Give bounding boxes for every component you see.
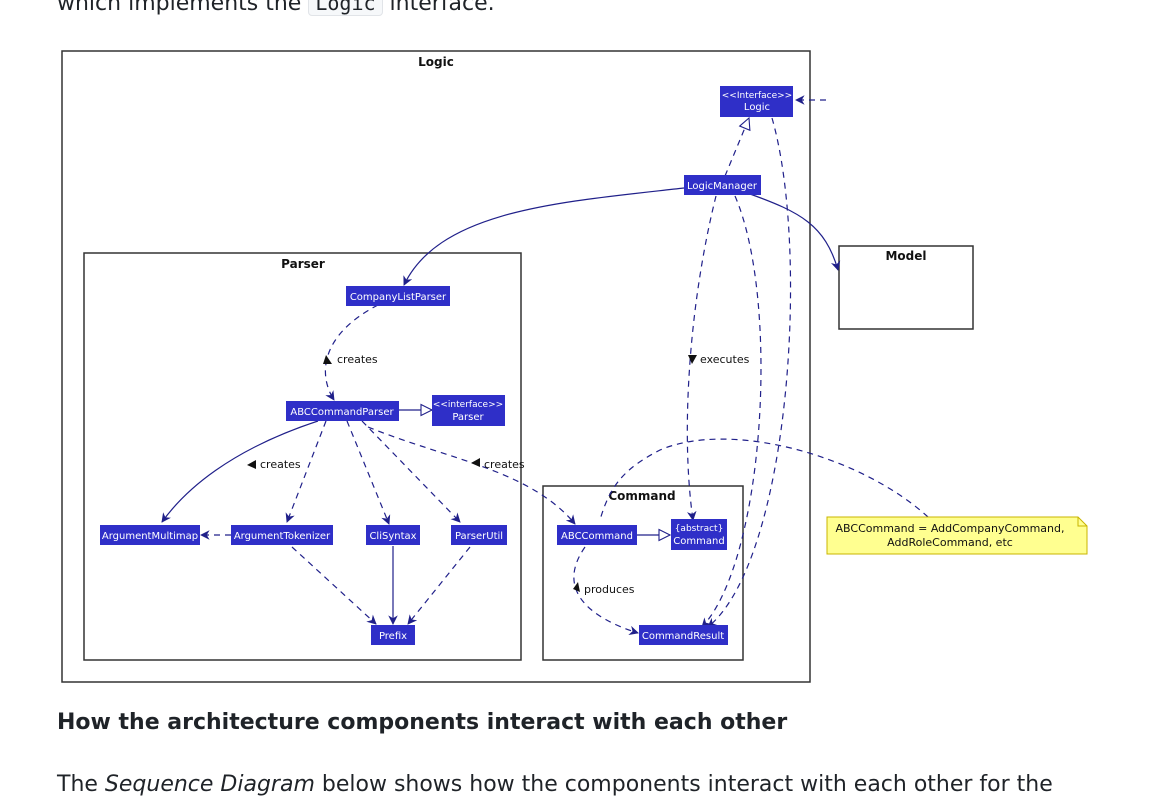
- parser-interface-stereotype: <<interface>>: [433, 400, 503, 410]
- executes-direction-arrow: [688, 355, 697, 364]
- edge-label-creates-2: creates: [260, 458, 301, 471]
- argumenttokenizer-name: ArgumentTokenizer: [234, 531, 331, 542]
- edge-abccommandparser-to-clisyntax: [346, 420, 391, 525]
- class-commandresult: CommandResult: [639, 625, 728, 645]
- para-text-after: below shows how the components interact …: [314, 772, 1053, 797]
- edge-abccommandparser-creates-argumentmultimap: [161, 420, 319, 523]
- package-model-title: Model: [885, 249, 926, 263]
- class-abccommand: ABCCommand: [557, 525, 637, 545]
- argumentmultimap-name: ArgumentMultimap: [102, 531, 198, 542]
- prefix-name: Prefix: [379, 631, 407, 642]
- parserutil-name: ParserUtil: [455, 531, 503, 542]
- command-abstract-stereotype: {abstract}: [675, 524, 724, 534]
- edge-logicmanager-to-commandresult: [701, 195, 762, 628]
- logic-class-diagram: Logic Parser Command Model: [61, 50, 1088, 683]
- edge-label-creates-3: creates: [484, 458, 525, 471]
- parser-interface-name: Parser: [452, 412, 484, 423]
- creates-direction-arrow-2: [247, 460, 256, 469]
- logic-interface-name: Logic: [744, 102, 770, 113]
- companylistparser-name: CompanyListParser: [350, 292, 447, 303]
- logic-interface-stereotype: <<Interface>>: [722, 91, 792, 101]
- produces-direction-arrow: [573, 582, 580, 592]
- edge-logicmanager-to-companylistparser: [403, 187, 685, 286]
- package-logic-title: Logic: [418, 55, 454, 69]
- class-clisyntax: CliSyntax: [366, 525, 420, 545]
- edge-label-executes: executes: [700, 353, 750, 366]
- class-companylistparser: CompanyListParser: [346, 286, 450, 306]
- edge-argumenttokenizer-to-prefix: [291, 546, 377, 625]
- edge-note-link: [599, 438, 929, 521]
- intro-text-after: interface.: [382, 0, 495, 16]
- intro-line: which implements the Logic interface.: [57, 0, 495, 20]
- edge-logicmanager-to-model: [749, 193, 841, 271]
- edge-abccommandparser-to-parserutil: [361, 420, 461, 523]
- edge-parserutil-to-prefix: [407, 546, 471, 625]
- class-abccommandparser: ABCCommandParser: [286, 401, 399, 421]
- edge-abccommandparser-to-argumenttokenizer: [285, 420, 327, 523]
- package-command-frame: [542, 485, 744, 661]
- note-abccommand: ABCCommand = AddCompanyCommand, AddRoleC…: [826, 516, 1088, 555]
- logicmanager-name: LogicManager: [687, 181, 758, 192]
- para-emphasis: Sequence Diagram: [104, 772, 315, 797]
- abccommandparser-name: ABCCommandParser: [290, 407, 394, 418]
- note-line-1: ABCCommand = AddCompanyCommand,: [836, 522, 1065, 535]
- edge-logicmanager-implements-logic: [724, 118, 749, 177]
- package-parser-frame: [83, 252, 522, 661]
- class-logic-interface: <<Interface>> Logic: [720, 86, 793, 117]
- edge-abccommandparser-creates-abccommand: [367, 426, 576, 525]
- edge-logicmanager-executes-command: [686, 195, 717, 521]
- command-abstract-name: Command: [673, 536, 724, 547]
- clisyntax-name: CliSyntax: [369, 531, 416, 542]
- class-parser-interface: <<interface>> Parser: [432, 395, 505, 426]
- class-command-abstract: {abstract} Command: [671, 519, 727, 550]
- package-command-title: Command: [608, 489, 675, 503]
- section-paragraph: The Sequence Diagram below shows how the…: [57, 768, 1053, 802]
- edge-label-creates-1: creates: [337, 353, 378, 366]
- creates-direction-arrow-1: [323, 355, 332, 364]
- class-argumenttokenizer: ArgumentTokenizer: [231, 525, 333, 545]
- edge-companylistparser-creates-abccommandparser: [324, 304, 379, 401]
- edge-logic-to-commandresult: [707, 117, 792, 628]
- creates-direction-arrow-3: [471, 458, 480, 467]
- abccommand-name: ABCCommand: [561, 531, 633, 542]
- commandresult-name: CommandResult: [642, 631, 724, 642]
- intro-text-before: which implements the: [57, 0, 309, 16]
- package-logic-frame: [61, 50, 811, 683]
- class-logicmanager: LogicManager: [684, 175, 761, 195]
- note-line-2: AddRoleCommand, etc: [887, 536, 1013, 549]
- package-parser-title: Parser: [281, 257, 325, 271]
- package-model-frame: [838, 245, 974, 330]
- edge-abccommand-produces-commandresult: [573, 546, 639, 636]
- section-heading: How the architecture components interact…: [57, 710, 788, 735]
- edge-label-produces: produces: [584, 583, 635, 596]
- class-prefix: Prefix: [371, 625, 415, 645]
- class-parserutil: ParserUtil: [451, 525, 507, 545]
- inline-code-logic: Logic: [308, 0, 383, 16]
- para-text-before: The: [57, 772, 105, 797]
- class-argumentmultimap: ArgumentMultimap: [100, 525, 200, 545]
